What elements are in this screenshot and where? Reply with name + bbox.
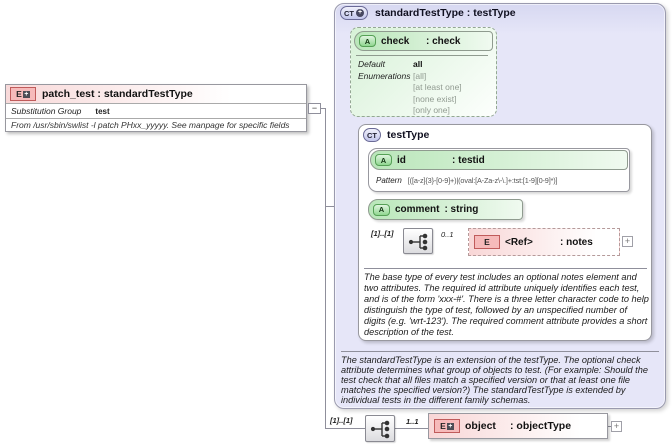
enumeration-value: [at least one]	[413, 82, 462, 92]
element-icon: E+	[10, 87, 36, 101]
substitution-group-value: test	[95, 106, 110, 116]
object-element-type: : objectType	[510, 420, 572, 432]
check-attribute-type: : check	[426, 35, 461, 47]
check-attribute-box[interactable]: A check : check Default all Enumerations…	[350, 27, 497, 117]
attribute-icon: A	[373, 203, 390, 216]
default-value: all	[413, 59, 423, 69]
element-icon: E+	[434, 419, 460, 433]
connector	[325, 108, 326, 429]
standard-test-type-header: CT+ standardTestType : testType	[340, 6, 516, 20]
connector	[325, 428, 365, 429]
substitution-group-label: Substitution Group	[11, 106, 82, 116]
patch-test-header: E+ patch_test : standardTestType	[6, 85, 306, 104]
connector	[321, 108, 326, 109]
test-type-header: CT testType	[363, 128, 429, 142]
enumerations-label: Enumerations	[358, 70, 411, 81]
comment-attribute-name: comment	[395, 204, 440, 215]
divider	[341, 351, 659, 352]
expand-button[interactable]: +	[611, 421, 622, 432]
sequence-compositor-icon[interactable]	[403, 228, 433, 254]
complex-type-icon: CT	[363, 128, 381, 142]
id-attribute-name: id	[397, 154, 406, 166]
element-plus-icon: +	[22, 90, 30, 98]
element-icon: E	[474, 235, 500, 249]
expand-button[interactable]: +	[622, 236, 633, 247]
notes-element-type: : notes	[560, 236, 593, 248]
sequence-cardinality-label: [1]..[1]	[330, 416, 353, 425]
id-attribute-box[interactable]: A id : testid Pattern [([a-z]{3}-[0-9]+)…	[368, 148, 630, 192]
patch-test-title: patch_test : standardTestType	[42, 88, 193, 100]
comment-attribute-box[interactable]: A comment : string	[368, 199, 523, 220]
pattern-label: Pattern	[376, 176, 402, 185]
collapse-button[interactable]: −	[308, 103, 321, 114]
pattern-value: [([a-z]{3}-[0-9]+)|(oval:[A-Za-z\-\.]+:t…	[407, 176, 558, 185]
substitution-group-row: Substitution Group test	[6, 104, 306, 119]
object-element-name: object	[465, 420, 496, 432]
standard-test-type-title: standardTestType : testType	[375, 7, 516, 19]
notes-cardinality-label: 0..1	[441, 230, 454, 239]
divider	[356, 55, 488, 56]
enumeration-value: [all]	[413, 70, 427, 81]
attribute-icon: A	[375, 154, 392, 166]
test-type-annotation: The base type of every test includes an …	[364, 272, 649, 337]
standard-test-type-annotation: The standardTestType is an extension of …	[341, 355, 648, 405]
notes-element-name: <Ref>	[505, 236, 533, 248]
divider	[364, 268, 647, 269]
enumeration-value: [only one]	[413, 105, 450, 115]
enumeration-value: [none exist]	[413, 93, 457, 104]
test-type-title: testType	[387, 129, 430, 141]
complex-type-icon: CT+	[340, 6, 368, 20]
connector	[395, 428, 428, 429]
object-cardinality-label: 1..1	[406, 417, 419, 426]
check-attribute-name: check	[381, 35, 410, 47]
id-attribute-header: A id : testid	[370, 150, 628, 170]
element-plus-icon: +	[446, 422, 454, 430]
connector	[326, 206, 341, 207]
check-attribute-header: A check : check	[354, 31, 493, 51]
sequence-compositor-icon[interactable]	[365, 415, 395, 442]
notes-element-box[interactable]: E <Ref> : notes	[468, 228, 620, 256]
comment-attribute-type: : string	[444, 204, 479, 215]
sequence-cardinality-label: [1]..[1]	[371, 229, 394, 238]
derived-plus-icon: +	[356, 9, 364, 17]
id-attribute-type: : testid	[452, 154, 485, 166]
patch-test-element-box[interactable]: E+ patch_test : standardTestType Substit…	[5, 84, 307, 132]
connector	[608, 426, 612, 427]
id-attribute-facets: Pattern [([a-z]{3}-[0-9]+)|(oval:[A-Za-z…	[376, 176, 558, 185]
patch-test-description: From /usr/sbin/swlist -l patch PHxx_yyyy…	[11, 120, 290, 130]
object-element-box[interactable]: E+ object : objectType	[428, 413, 608, 439]
default-label: Default	[358, 59, 385, 69]
check-attribute-facets: Default all Enumerations [all] [at least…	[358, 59, 462, 117]
attribute-icon: A	[359, 35, 376, 47]
